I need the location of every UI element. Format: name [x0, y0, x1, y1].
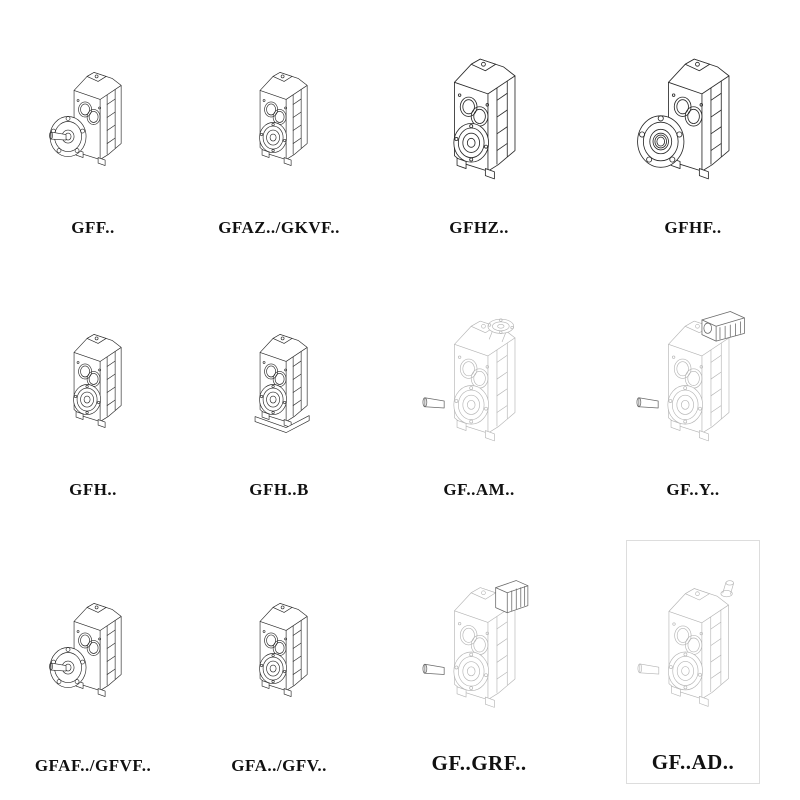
- product-cell-gfaz: GFAZ../GKVF..: [218, 16, 339, 246]
- gearbox-drawing-motor: [636, 311, 745, 442]
- gearbox-drawing-hollow-shaft: [259, 72, 308, 166]
- product-cell-gfgrf: GF..GRF..: [412, 540, 546, 784]
- gearbox-drawing-flange-shaft: [49, 603, 122, 697]
- gearbox-drawing-adapter: [422, 580, 529, 708]
- product-label: GFHF..: [664, 218, 722, 237]
- product-cell-gfhz: GFHZ..: [412, 16, 546, 246]
- product-cell-gfy: GF..Y..: [626, 278, 760, 508]
- product-label: GFH..B: [249, 480, 309, 499]
- gearbox-drawing-input-flange: [422, 318, 516, 442]
- product-label: GF..AD..: [651, 750, 735, 774]
- gearbox-drawing-flange-hollow: [637, 58, 730, 180]
- product-label: GF..GRF..: [431, 751, 527, 775]
- gearbox-drawing-hollow-shaft: [73, 334, 122, 428]
- product-label: GFF..: [71, 218, 115, 237]
- product-label: GFH..: [69, 480, 117, 499]
- product-cell-gfa: GFA../GFV..: [226, 540, 332, 784]
- gearbox-drawing-input-shaft: [637, 580, 734, 707]
- product-cell-gff: GFF..: [40, 16, 146, 246]
- product-label: GFHZ..: [449, 218, 509, 237]
- product-label: GF..Y..: [666, 480, 720, 499]
- product-label: GFAF../GFVF..: [34, 756, 152, 775]
- gearbox-drawing-hollow-shaft: [453, 58, 516, 180]
- gearbox-drawing-hollow-shaft: [259, 603, 308, 697]
- product-cell-gfad: GF..AD..: [626, 540, 760, 784]
- product-cell-gfhb: GFH..B: [226, 278, 332, 508]
- product-cell-gfaf: GFAF../GFVF..: [35, 540, 151, 784]
- product-label: GFA../GFV..: [231, 756, 327, 775]
- product-cell-gfhf: GFHF..: [626, 16, 760, 246]
- gearbox-drawing-flange-shaft: [49, 72, 122, 166]
- product-cell-gfam: GF..AM..: [412, 278, 546, 508]
- product-label: GF..AM..: [443, 480, 515, 499]
- product-label: GFAZ../GKVF..: [218, 218, 340, 237]
- gearbox-drawing-hollow-base: [254, 334, 310, 433]
- product-cell-gfh: GFH..: [40, 278, 146, 508]
